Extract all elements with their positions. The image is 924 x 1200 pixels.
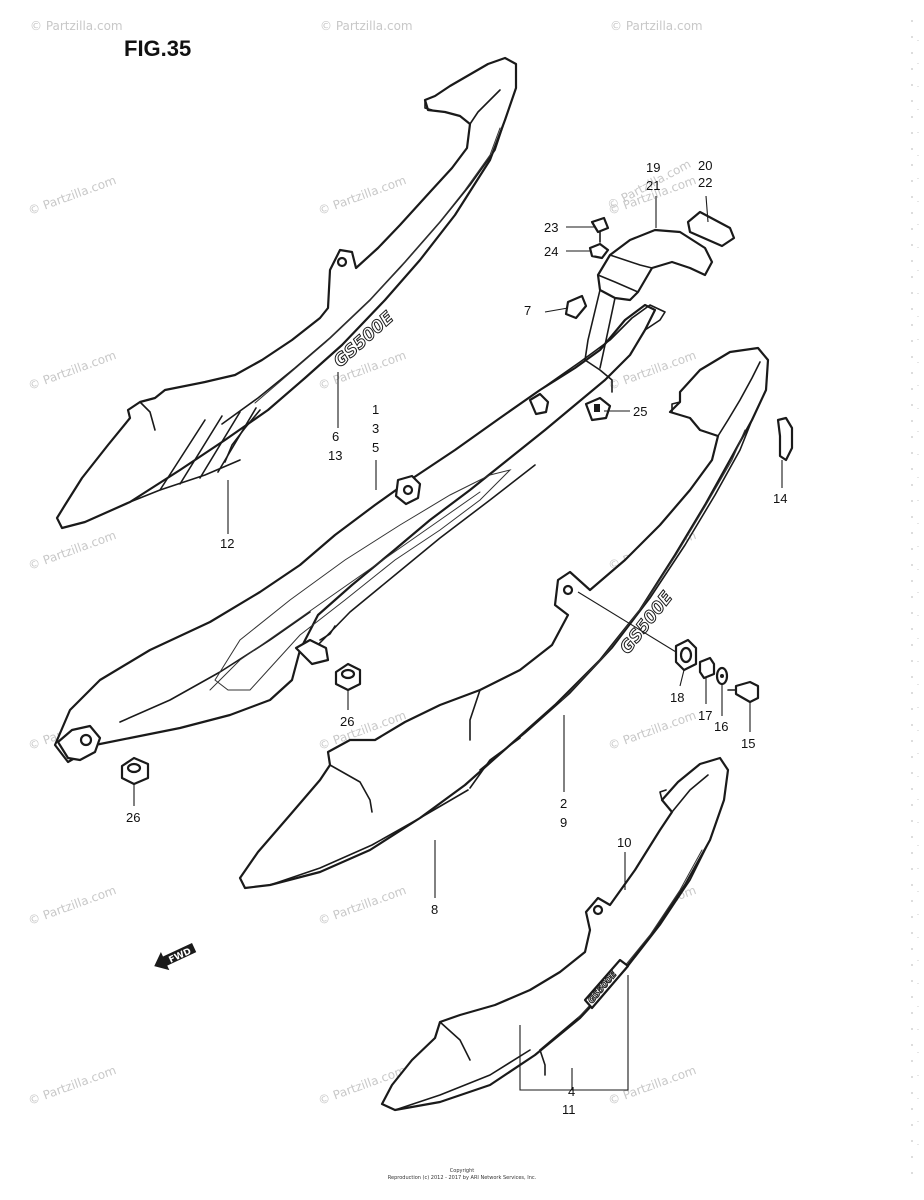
watermark: © Partzilla.com [320, 19, 413, 33]
callout-label: 9 [560, 815, 567, 830]
callout-label: 15 [741, 736, 755, 751]
callout-label: 24 [544, 244, 558, 259]
callout-label: 2 [560, 796, 567, 811]
screw-23 [590, 216, 610, 243]
watermark: © Partzilla.com [606, 1063, 698, 1108]
callout-label: 26 [340, 714, 354, 729]
watermark: © Partzilla.com [316, 883, 408, 928]
washer-24 [588, 242, 610, 260]
copyright-line: Reproduction (c) 2012 - 2017 by ARI Netw… [388, 1175, 537, 1181]
callouts: 1 3 5 6 13 12 7 19 21 20 22 23 24 25 14 … [126, 158, 787, 1117]
lock-pad [686, 210, 736, 248]
watermark: © Partzilla.com [26, 1063, 118, 1108]
watermark: © Partzilla.com [606, 708, 698, 753]
callout-label: 26 [126, 810, 140, 825]
callout-label: 12 [220, 536, 234, 551]
callout-label: 8 [431, 902, 438, 917]
callout-label: 17 [698, 708, 712, 723]
callout-label: 18 [670, 690, 684, 705]
nut-25 [584, 396, 612, 422]
watermark: © Partzilla.com [610, 19, 703, 33]
figure-title: FIG.35 [124, 36, 191, 61]
watermark: © Partzilla.com [26, 883, 118, 928]
scan-edge-marks [911, 20, 919, 1180]
watermark: © Partzilla.com [316, 173, 408, 218]
watermark: © Partzilla.com [26, 173, 118, 218]
callout-label: 14 [773, 491, 787, 506]
callout-label: 22 [698, 175, 712, 190]
watermark: © Partzilla.com [26, 348, 118, 393]
lock-bracket [584, 228, 714, 369]
forward-arrow: FWD [154, 943, 197, 971]
callout-label: 25 [633, 404, 647, 419]
clip-14 [776, 416, 794, 462]
grommet-26-a [334, 662, 362, 692]
callout-label: 21 [646, 178, 660, 193]
callout-label: 23 [544, 220, 558, 235]
callout-label: 3 [372, 421, 379, 436]
callout-label: 11 [562, 1102, 576, 1117]
callout-label: 10 [617, 835, 631, 850]
callout-label: 19 [646, 160, 660, 175]
leader-lines [133, 195, 783, 1091]
callout-label: 20 [698, 158, 712, 173]
clip-7 [564, 294, 588, 320]
callout-label: 16 [714, 719, 728, 734]
callout-label: 6 [332, 429, 339, 444]
watermark: © Partzilla.com [30, 19, 123, 33]
tail-cowl [53, 303, 666, 764]
copyright-footer: Copyright Reproduction (c) 2012 - 2017 b… [388, 1168, 537, 1181]
front-side-cover: GS500E [380, 756, 730, 1112]
callout-label: 1 [372, 402, 379, 417]
watermark: © Partzilla.com [26, 528, 118, 573]
callout-label: 13 [328, 448, 342, 463]
callout-label: 7 [524, 303, 531, 318]
copyright-line: Copyright [450, 1168, 474, 1174]
grommet-26-b [120, 756, 150, 786]
callout-label: 4 [568, 1084, 575, 1099]
callout-label: 5 [372, 440, 379, 455]
